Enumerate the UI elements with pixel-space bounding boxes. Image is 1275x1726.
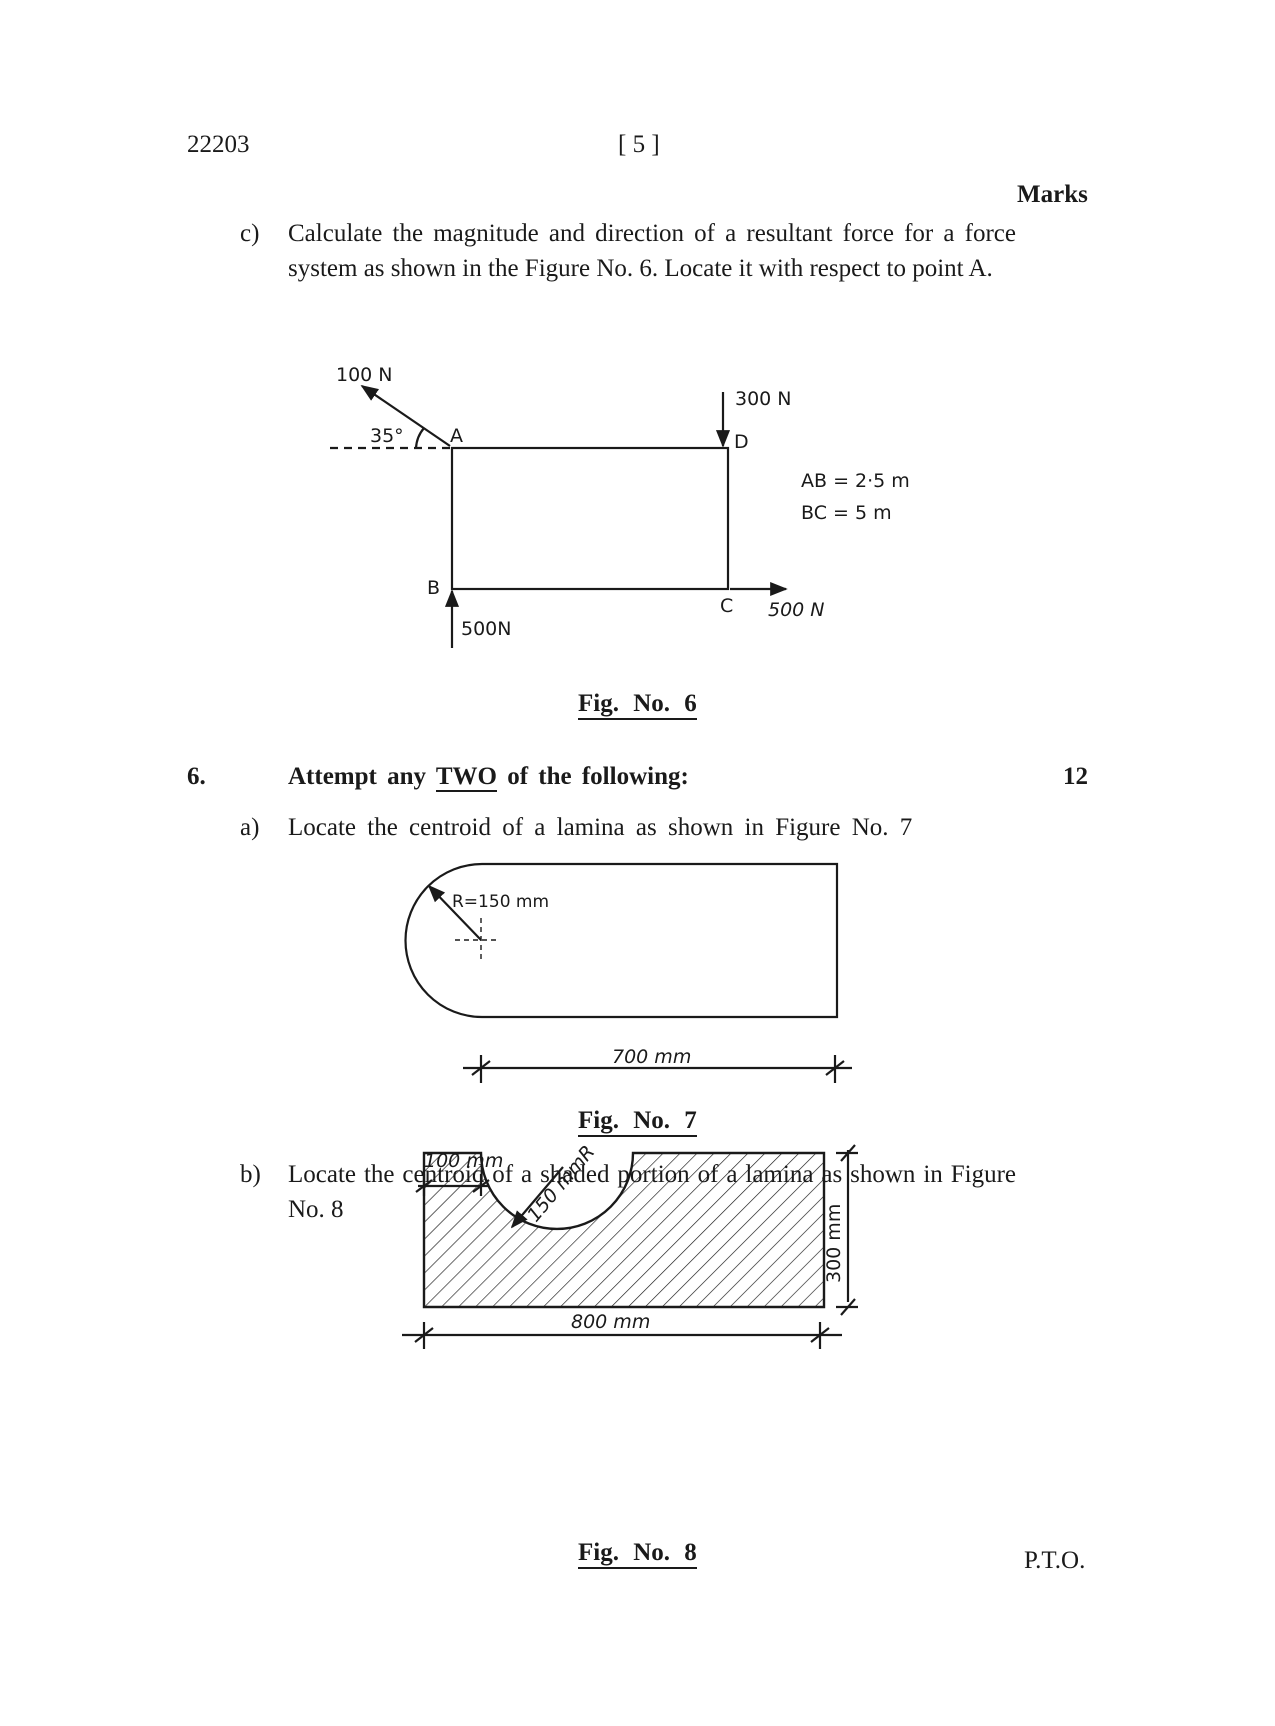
svg-text:C: C xyxy=(720,595,733,617)
question-5c-text: Calculate the magnitude and direction of… xyxy=(288,220,1016,282)
fig8-label-length: 800 mm xyxy=(571,1311,650,1333)
question-6-heading-post: of the following: xyxy=(507,763,689,790)
fig6-label-a: A xyxy=(450,425,463,447)
fig6-label-bc: BC = 5 m xyxy=(801,502,892,524)
question-6a-label: a) xyxy=(240,814,260,841)
fig6-rectangle xyxy=(450,446,730,591)
fig6-label-d: D xyxy=(734,431,749,453)
marks-label: Marks xyxy=(1017,181,1088,208)
question-6-marks: 12 xyxy=(1063,763,1088,790)
question-6-heading: Attempt any TWO of the following: xyxy=(288,759,689,794)
fig6-force-100-arrow xyxy=(360,385,451,447)
svg-text:100 N: 100 N xyxy=(336,364,393,386)
fig6-label-100n: 100 N xyxy=(336,364,393,386)
fig7-label-radius: R=150 mm xyxy=(452,892,549,912)
question-6-heading-emph: TWO xyxy=(435,763,497,792)
question-5c-label: c) xyxy=(240,220,260,247)
fig6-label-500n-c: 500 N xyxy=(768,599,825,621)
svg-text:300 N: 300 N xyxy=(735,388,792,410)
fig7-radius-arrow xyxy=(427,884,482,941)
svg-text:A: A xyxy=(450,425,463,447)
fig6-label-ab: AB = 2·5 m xyxy=(801,470,910,492)
pto-label: P.T.O. xyxy=(1024,1547,1086,1574)
fig6-label-b: B xyxy=(427,577,440,599)
paper-code: 22203 xyxy=(187,131,250,158)
question-6b-text: Locate the centroid of a shaded portion … xyxy=(288,1161,1016,1223)
svg-text:D: D xyxy=(734,431,749,453)
fig7-lamina-outline xyxy=(404,862,839,1019)
svg-text:35°: 35° xyxy=(370,425,404,447)
svg-text:500N: 500N xyxy=(461,618,511,640)
svg-text:BC = 5 m: BC = 5 m xyxy=(801,502,892,524)
figure-6-caption: Fig. No. 6 xyxy=(578,690,697,720)
svg-text:500 N: 500 N xyxy=(768,599,825,621)
page-number: [ 5 ] xyxy=(618,131,660,158)
svg-text:AB = 2·5 m: AB = 2·5 m xyxy=(801,470,910,492)
fig7-label-length: 700 mm xyxy=(612,1046,691,1068)
fig6-label-300n: 300 N xyxy=(735,388,792,410)
figure-7-caption: Fig. No. 7 xyxy=(578,1107,697,1137)
fig6-label-500n-b: 500N xyxy=(461,618,511,640)
fig6-label-angle: 35° xyxy=(370,425,404,447)
svg-text:700 mm: 700 mm xyxy=(612,1046,691,1068)
figure-8-caption: Fig. No. 8 xyxy=(578,1539,697,1569)
fig6-label-c: C xyxy=(720,595,733,617)
question-6-heading-pre: Attempt any xyxy=(288,763,427,790)
question-6a-text: Locate the centroid of a lamina as shown… xyxy=(288,814,913,841)
svg-text:R=150 mm: R=150 mm xyxy=(452,892,549,912)
question-6b-label: b) xyxy=(240,1161,261,1188)
svg-text:800 mm: 800 mm xyxy=(571,1311,650,1333)
question-6-number: 6. xyxy=(187,763,206,790)
svg-text:B: B xyxy=(427,577,440,599)
fig6-angle-arc xyxy=(414,427,425,449)
